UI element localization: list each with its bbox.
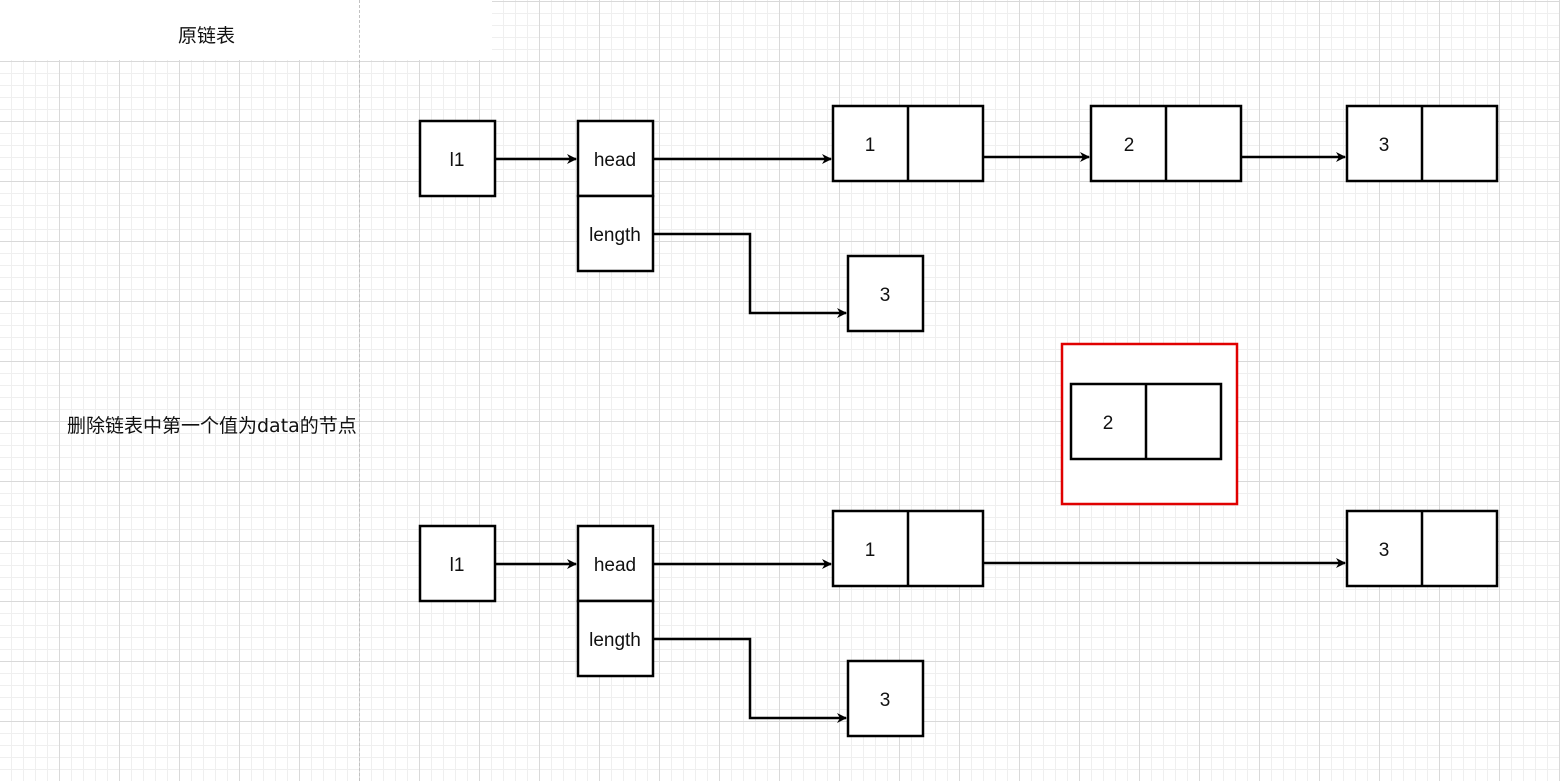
before-variable-box: l1 <box>418 119 497 198</box>
before-variable-label: l1 <box>450 150 465 171</box>
removed-node-value: 2 <box>1103 413 1114 434</box>
after-head-label: head <box>594 555 636 576</box>
after-length-cell <box>576 599 655 678</box>
after-node-1-value: 1 <box>865 540 876 561</box>
after-length-label: length <box>589 630 641 651</box>
before-node-3: 3 <box>1345 104 1499 183</box>
before-length-value-box: 3 <box>846 254 925 333</box>
after-length-value: 3 <box>880 690 891 711</box>
after-node-1: 1 <box>831 509 985 588</box>
before-length-cell <box>576 194 655 273</box>
after-arrow-length-to-value <box>653 637 847 723</box>
before-node-1: 1 <box>831 104 985 183</box>
before-node-2: 2 <box>1089 104 1243 183</box>
before-arrow-length-to-value <box>653 232 847 318</box>
before-head-cell <box>576 119 655 198</box>
after-node-3: 3 <box>1345 509 1499 588</box>
before-length-value: 3 <box>880 285 891 306</box>
section-divider <box>359 0 360 781</box>
delete-operation-caption: 删除链表中第一个值为data的节点 <box>67 415 357 437</box>
original-list-title: 原链表 <box>178 25 236 47</box>
title-background <box>0 0 492 60</box>
before-diagram: l1 head length 3 1 2 3 <box>418 104 1499 333</box>
after-variable-label: l1 <box>450 555 465 576</box>
before-length-label: length <box>589 225 641 246</box>
removed-node: 2 <box>1069 382 1223 461</box>
before-node-2-value: 2 <box>1124 135 1135 156</box>
before-list-object: head length <box>576 119 655 273</box>
before-node-3-value: 3 <box>1379 135 1390 156</box>
after-head-cell <box>576 524 655 603</box>
after-list-object: head length <box>576 524 655 678</box>
after-variable-box: l1 <box>418 524 497 603</box>
before-head-label: head <box>594 150 636 171</box>
before-node-1-value: 1 <box>865 135 876 156</box>
after-node-3-value: 3 <box>1379 540 1390 561</box>
removed-node-highlight: 2 <box>1060 342 1239 506</box>
after-diagram: l1 head length 3 1 3 <box>418 509 1499 738</box>
after-length-value-box: 3 <box>846 659 925 738</box>
